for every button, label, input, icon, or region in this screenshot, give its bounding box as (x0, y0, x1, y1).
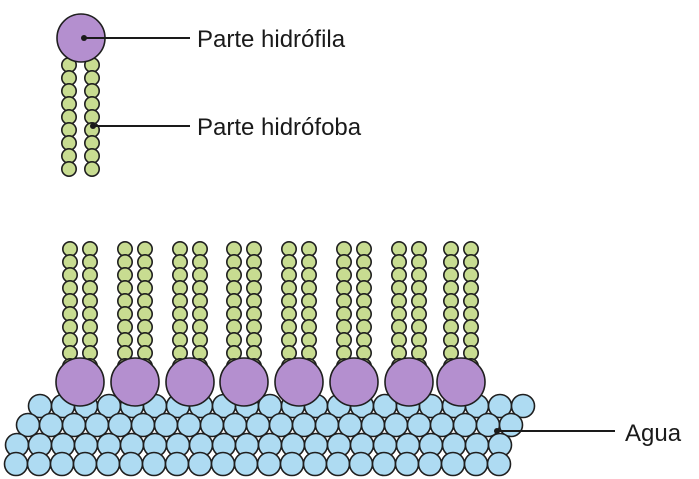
label-water: Agua (625, 420, 682, 447)
water-molecule (109, 414, 132, 437)
hydrophilic-head (220, 358, 268, 406)
label-hydrophobic: Parte hidrófoba (197, 114, 362, 141)
tail-bead (85, 162, 99, 176)
hydrophobic-leader-dot (90, 123, 96, 129)
tail-bead (62, 162, 76, 176)
water-molecule (212, 453, 235, 476)
water-molecule (339, 414, 362, 437)
water-leader-dot (494, 428, 500, 434)
water-molecule (155, 414, 178, 437)
water-molecule (270, 414, 293, 437)
water-molecule (431, 414, 454, 437)
water-molecule (362, 414, 385, 437)
hydrophilic-head (437, 358, 485, 406)
water-molecule (178, 414, 201, 437)
water-molecule (97, 453, 120, 476)
label-hydrophilic: Parte hidrófila (197, 26, 346, 53)
water-molecule (166, 453, 189, 476)
water-molecule (189, 453, 212, 476)
water-molecule (74, 453, 97, 476)
water-molecule (454, 414, 477, 437)
water-molecule (442, 453, 465, 476)
water-molecule (247, 414, 270, 437)
water-molecule (419, 453, 442, 476)
water-molecule (500, 414, 523, 437)
water-molecule (120, 453, 143, 476)
water-molecule (488, 453, 511, 476)
water-molecule (465, 453, 488, 476)
water-molecule (28, 453, 51, 476)
water-molecule (281, 453, 304, 476)
water-molecule (385, 414, 408, 437)
water-molecule (258, 453, 281, 476)
hydrophilic-head (111, 358, 159, 406)
water-molecule (143, 453, 166, 476)
surfactant-monolayer (56, 242, 485, 406)
water-molecule (293, 414, 316, 437)
water-molecule (40, 414, 63, 437)
hydrophilic-head (385, 358, 433, 406)
water-molecule (396, 453, 419, 476)
water-molecule (235, 453, 258, 476)
water-molecule (201, 414, 224, 437)
water-molecule (408, 414, 431, 437)
water-molecule (63, 414, 86, 437)
water-molecule (132, 414, 155, 437)
water-molecule (350, 453, 373, 476)
water-molecule (5, 453, 28, 476)
water-molecule (304, 453, 327, 476)
hydrophilic-leader-dot (81, 35, 87, 41)
water-layer (5, 395, 535, 476)
hydrophilic-head (166, 358, 214, 406)
water-molecule (373, 453, 396, 476)
water-molecule (51, 453, 74, 476)
hydrophilic-head (56, 358, 104, 406)
water-molecule (86, 414, 109, 437)
hydrophilic-head (275, 358, 323, 406)
water-molecule (17, 414, 40, 437)
water-molecule (327, 453, 350, 476)
water-molecule (224, 414, 247, 437)
hydrophilic-head (330, 358, 378, 406)
water-molecule (316, 414, 339, 437)
